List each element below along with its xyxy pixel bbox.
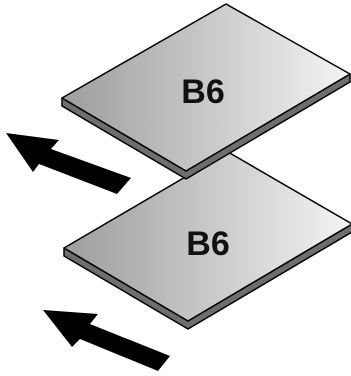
sheet-top-label: B6 [181, 73, 224, 111]
sheet-top-face [61, 3, 351, 172]
sheet-top: B6 [61, 3, 351, 180]
sheet-bottom-face [63, 151, 351, 322]
feed-arrow-icon [6, 133, 131, 194]
sheet-bottom: B6 [63, 151, 351, 330]
sheet-bottom-label: B6 [186, 225, 229, 263]
feed-arrow-icon [43, 310, 170, 371]
